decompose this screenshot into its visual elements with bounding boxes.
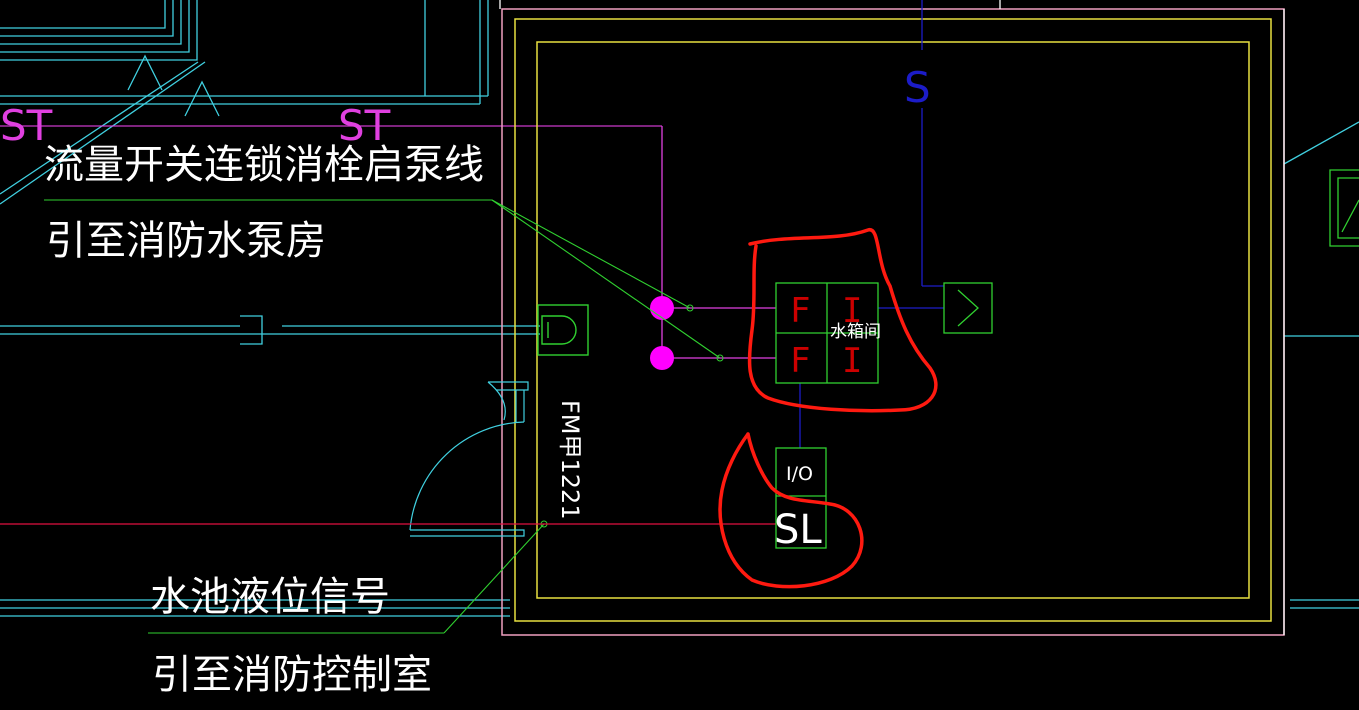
flow-switch-dot-top[interactable]	[650, 296, 674, 320]
f-mark-bottom: F	[790, 341, 810, 381]
water-tank-symbol[interactable]	[775, 282, 879, 384]
room-walls	[499, 0, 1285, 636]
right-edge-device	[1329, 169, 1359, 247]
signal-valve-icon[interactable]	[943, 282, 993, 334]
door-symbol	[409, 381, 529, 537]
blue-pipes	[799, 0, 944, 448]
alarm-device-icon[interactable]	[537, 304, 589, 356]
s-pipe-mark: S	[904, 63, 931, 112]
flow-switch-dot-bottom[interactable]	[650, 346, 674, 370]
door-code-label: FM甲1221	[556, 400, 584, 520]
sl-label: SL	[774, 507, 822, 553]
upper-left-wall-lines	[0, 0, 1359, 617]
flow-switch-wiring	[661, 126, 776, 360]
leader-end-bottom	[716, 354, 724, 362]
f-mark-top: F	[790, 291, 810, 331]
io-label: I/O	[786, 463, 813, 485]
annotation-circle-tank	[747, 228, 938, 413]
to-pump-room-label: 引至消防水泵房	[46, 218, 326, 264]
to-control-room-label: 引至消防控制室	[152, 652, 432, 698]
i-mark-top: I	[842, 291, 862, 331]
leader-end-top	[686, 304, 694, 312]
leader-lines	[44, 199, 721, 634]
pool-level-signal-label: 水池液位信号	[150, 574, 390, 620]
flow-switch-line-label: 流量开关连锁消栓启泵线	[44, 142, 484, 188]
i-mark-bottom: I	[842, 341, 862, 381]
annotation-circle-sl	[718, 432, 864, 589]
water-tank-room-label: 水箱间	[830, 322, 881, 342]
